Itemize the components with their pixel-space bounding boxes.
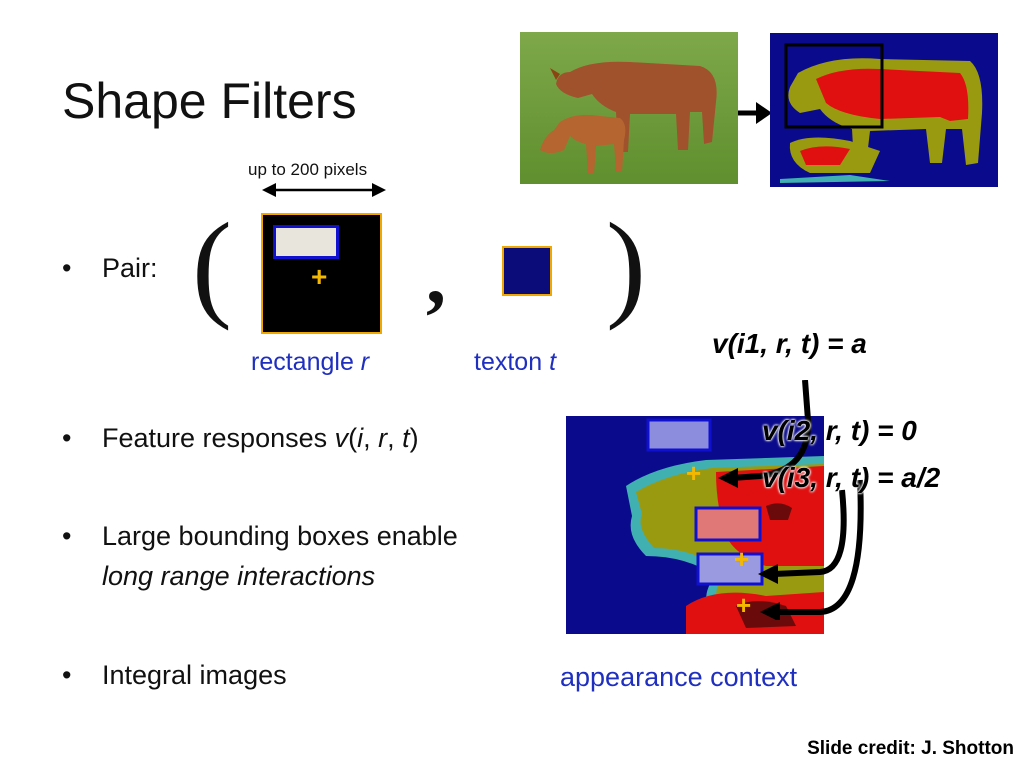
bullet-text: Pair: bbox=[102, 253, 158, 283]
rectangle-filter: + bbox=[261, 213, 382, 334]
rectangle-label: rectangle r bbox=[251, 348, 370, 376]
filter-rectangle bbox=[273, 225, 339, 259]
equation-v-i2: v(i2, r, t) = 0 bbox=[762, 415, 917, 446]
appearance-context-map: + + + bbox=[566, 416, 824, 634]
pair-comma: , bbox=[426, 233, 446, 321]
segmentation-map bbox=[770, 33, 998, 187]
bullet-feature-responses: • Feature responses v(i, r, t) bbox=[62, 423, 419, 453]
double-arrow-icon bbox=[262, 183, 386, 197]
svg-text:+: + bbox=[736, 590, 751, 620]
bullet-integral-images: • Integral images bbox=[62, 660, 287, 690]
equation-v-i1: v(i1, r, t) = a bbox=[712, 328, 867, 359]
appearance-context-caption: appearance context bbox=[560, 662, 798, 692]
slide-credit: Slide credit: J. Shotton bbox=[807, 738, 1014, 759]
texton-label: texton t bbox=[474, 348, 557, 376]
bullet-bounding-boxes: • Large bounding boxes enable long range… bbox=[62, 521, 458, 591]
svg-text:+: + bbox=[734, 544, 749, 574]
arrow-right-icon bbox=[738, 102, 772, 124]
cow-photo bbox=[520, 32, 738, 184]
center-marker: + bbox=[311, 261, 328, 292]
open-paren: ( bbox=[192, 198, 232, 331]
bullet-pair: • Pair: bbox=[62, 248, 158, 288]
response-arrows bbox=[718, 380, 864, 620]
bullet-marker: • bbox=[62, 253, 72, 283]
equation-v-i3: v(i3, r, t) = a/2 bbox=[762, 462, 941, 493]
texton-swatch bbox=[502, 246, 552, 296]
close-paren: ) bbox=[606, 198, 646, 331]
slide-title: Shape Filters bbox=[62, 73, 357, 129]
svg-text:+: + bbox=[686, 458, 701, 488]
width-label: up to 200 pixels bbox=[248, 160, 368, 179]
